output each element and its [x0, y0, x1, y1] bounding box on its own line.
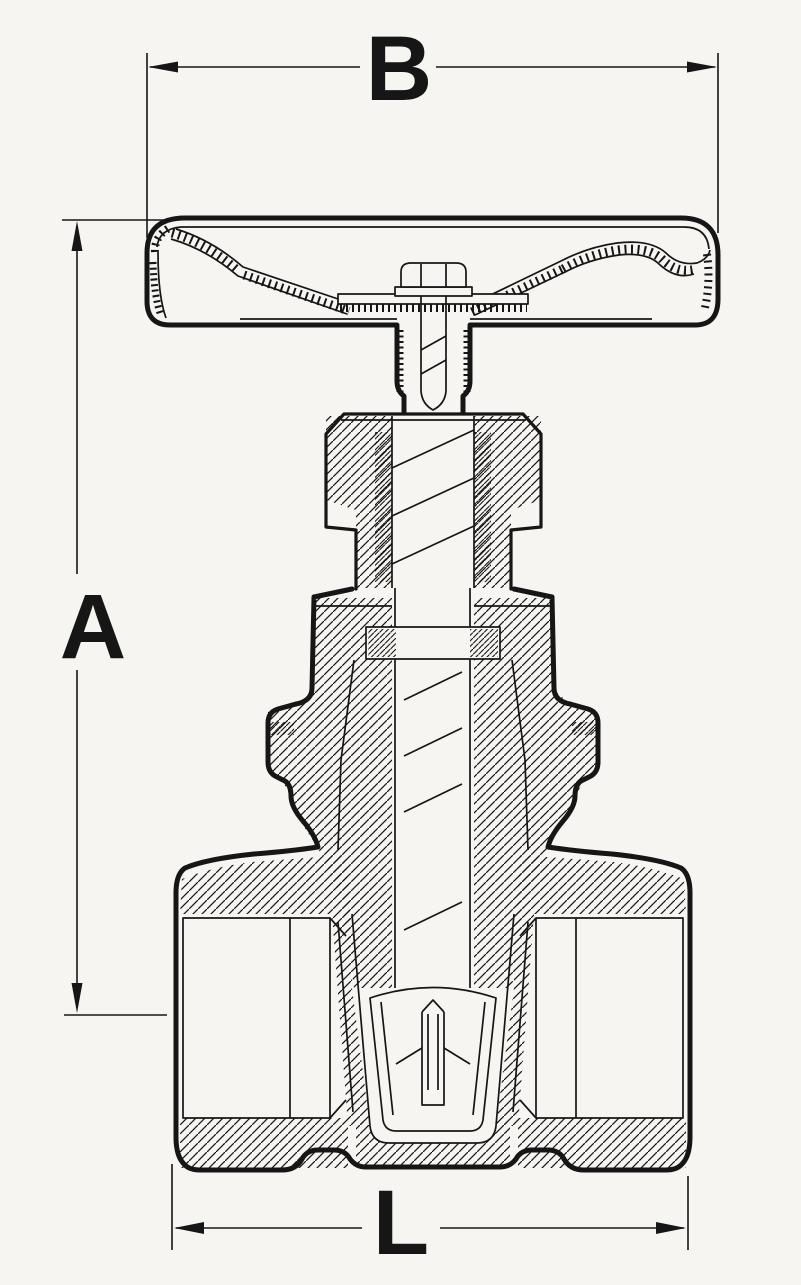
- port-bore: [535, 917, 684, 1119]
- handwheel: [144, 215, 721, 417]
- packing-nut-outline: [324, 412, 543, 591]
- port-chamfer-line: [329, 917, 347, 1119]
- dim-b-arrow-left: [148, 61, 178, 73]
- dimension-b: B: [146, 18, 719, 238]
- stem-collar-hatch: [368, 629, 396, 657]
- dim-b-label-box: [363, 24, 435, 112]
- handwheel-rim-hatch: [700, 253, 713, 313]
- body-section-hatch: [516, 855, 686, 914]
- dimension-l: L: [171, 1164, 689, 1274]
- dim-a-arrow-down: [71, 983, 83, 1013]
- handwheel-inner-top-line: [156, 226, 710, 250]
- handwheel-web-line: [471, 241, 711, 305]
- inlet-port: [182, 917, 347, 1119]
- stem-upper: [420, 296, 447, 391]
- dim-l-label-box: [365, 1180, 437, 1264]
- wedge-stem-slot: [421, 999, 445, 1106]
- stem-thread-line: [391, 429, 475, 565]
- bonnet-section-hatch: [268, 598, 392, 988]
- handwheel-rim-hatch: [150, 223, 174, 253]
- dim-b-arrow-right: [687, 61, 717, 73]
- bonnet: [268, 598, 598, 988]
- dimension-a-label: A: [60, 576, 126, 678]
- port-bore: [182, 917, 331, 1119]
- stem-end-in-slot: [427, 1014, 439, 1090]
- stem-nut-flange: [394, 286, 473, 297]
- wedge-outline: [369, 986, 497, 1132]
- bonnet-inner-wall-line: [337, 659, 529, 851]
- dimension-b-label: B: [366, 18, 432, 120]
- packing-ring-hatch: [474, 432, 491, 582]
- handwheel-web-hatch: [170, 228, 242, 275]
- body-section-hatch: [180, 1118, 348, 1168]
- seat-line: [337, 921, 529, 1113]
- handwheel-web-hatch: [242, 270, 351, 316]
- dimension-l-label: L: [373, 1172, 429, 1274]
- stem-collar-hatch: [470, 629, 498, 657]
- stem-column-edge: [391, 416, 475, 988]
- valve-body: [173, 586, 693, 1173]
- packing-nut: [324, 412, 543, 988]
- dim-a-label-box: [52, 578, 134, 668]
- handwheel-outline: [144, 215, 721, 328]
- dim-a-arrow-up: [71, 221, 83, 251]
- stem-thread-line: [420, 335, 447, 375]
- outlet-port: [519, 917, 684, 1119]
- stem-thread-line: [403, 671, 463, 931]
- stem-nut-assembly: [337, 262, 529, 411]
- handwheel-web-line: [170, 238, 348, 315]
- stem-nut-facet-line: [420, 264, 447, 287]
- bonnet-section-hatch: [474, 598, 598, 988]
- wedge-slot-wing-line: [395, 1047, 471, 1065]
- gate-chamber-edge: [351, 913, 515, 1144]
- handwheel-rim-inner-line: [157, 251, 167, 319]
- stem-collar-outline: [365, 626, 501, 660]
- handwheel-hub-outline: [394, 324, 407, 417]
- packing-ring-hatch: [375, 432, 392, 582]
- stem-tip: [420, 390, 447, 411]
- wedge-inner-line: [380, 1001, 486, 1116]
- bonnet-gasket: [270, 722, 294, 735]
- dim-l-arrow-left: [174, 1222, 204, 1234]
- bonnet-gasket: [572, 722, 596, 735]
- handwheel-rim-hatch: [149, 261, 165, 318]
- body-section-hatch: [518, 1118, 686, 1168]
- port-chamfer-line: [519, 917, 537, 1119]
- handwheel-web-line: [474, 253, 695, 316]
- handwheel-web-hatch: [560, 244, 698, 275]
- handwheel-web-line: [175, 228, 351, 304]
- dim-l-arrow-right: [656, 1222, 686, 1234]
- body-section-hatch: [180, 855, 350, 914]
- body-outline: [173, 586, 693, 1173]
- handwheel-hub-outline: [460, 324, 473, 417]
- gate-wedge: [369, 986, 497, 1132]
- dimension-a: A: [52, 219, 177, 1016]
- stem-nut: [400, 262, 467, 288]
